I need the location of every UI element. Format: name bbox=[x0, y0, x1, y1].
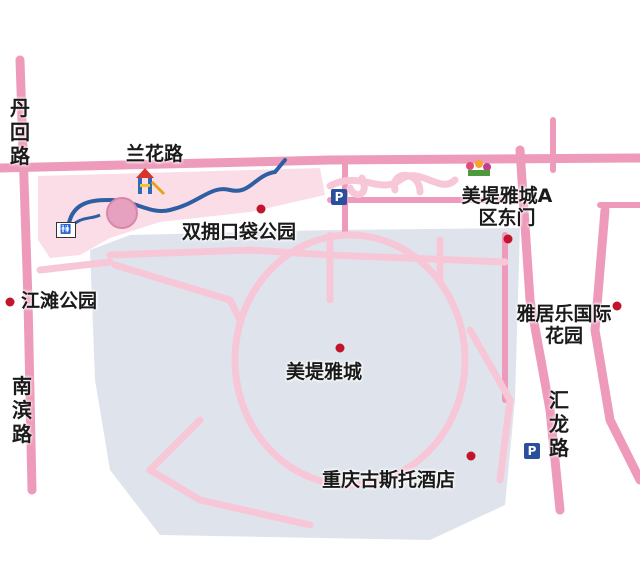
road-label-nanbin[interactable]: 南滨路 bbox=[12, 374, 32, 446]
location-markers bbox=[5, 204, 622, 461]
marker-meiti-a-east-gate bbox=[503, 234, 513, 244]
parking-icon: P bbox=[524, 443, 540, 459]
place-label-yajule[interactable]: 雅居乐国际花园 bbox=[516, 303, 612, 347]
place-label-jiangtan-park[interactable]: 江滩公园 bbox=[21, 290, 98, 312]
parking-icon: P bbox=[331, 189, 347, 205]
place-label-hotel[interactable]: 重庆古斯托酒店 bbox=[322, 469, 456, 491]
place-label-shuangyong-park[interactable]: 双拥口袋公园 bbox=[182, 221, 297, 243]
road-huilong bbox=[515, 145, 565, 515]
road-label-huilong[interactable]: 汇龙路 bbox=[549, 388, 569, 460]
playground-icon bbox=[136, 168, 166, 196]
road-east bbox=[590, 205, 640, 485]
restroom-icon: 🚻 bbox=[56, 222, 76, 238]
marker-jiangtan-park bbox=[5, 297, 15, 307]
marker-shuangyong-park bbox=[256, 204, 266, 214]
main-roads bbox=[0, 55, 640, 515]
marker-meiti-yacheng bbox=[335, 343, 345, 353]
river bbox=[66, 158, 287, 232]
pond bbox=[106, 197, 138, 229]
flower-icon bbox=[466, 160, 491, 176]
internal-paths bbox=[36, 171, 514, 529]
place-label-meiti-yacheng[interactable]: 美堤雅城 bbox=[286, 361, 363, 383]
road-label-danhui[interactable]: 丹回路 bbox=[10, 96, 30, 168]
road-lanhua bbox=[0, 153, 640, 173]
marker-yajule bbox=[612, 301, 622, 311]
shuangyong-park-area bbox=[38, 168, 325, 258]
marker-hotel bbox=[466, 451, 476, 461]
place-label-meiti-a-east-gate[interactable]: 美堤雅城A区东门 bbox=[461, 185, 553, 229]
road-label-lanhua[interactable]: 兰花路 bbox=[126, 143, 184, 165]
road-danhui-nanbin bbox=[15, 55, 37, 495]
